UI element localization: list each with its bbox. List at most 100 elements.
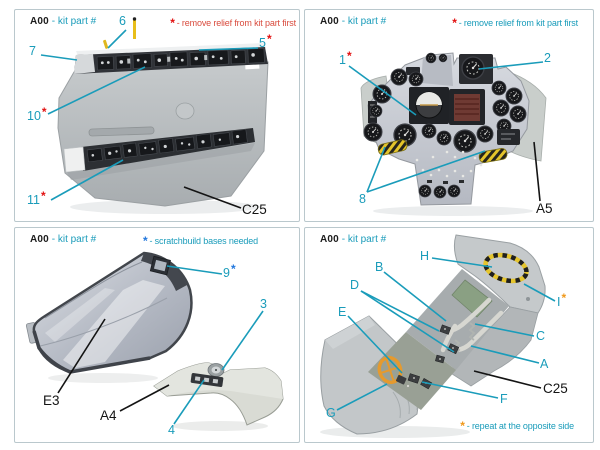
part-code: A00: [320, 16, 339, 27]
kit-part-header: A00 - kit part #: [30, 234, 96, 245]
callout-9: 9*: [223, 263, 236, 280]
windscreen-photo: [25, 251, 284, 431]
leader-line-C: [474, 323, 535, 337]
callout-text: I: [557, 295, 561, 309]
callout-text: 3: [260, 297, 267, 311]
part-label-E3: E3: [43, 394, 60, 408]
leader-line-8: [366, 146, 386, 193]
leader-line-I: [523, 283, 556, 302]
decal-slot: [190, 373, 224, 387]
leader-line-8: [366, 150, 486, 193]
part-code-note: - kit part #: [51, 16, 97, 27]
callout-text: 4: [168, 423, 175, 437]
panel-face: [367, 52, 530, 206]
windscreen-frame: [141, 253, 187, 291]
callout-asterisk: *: [266, 32, 272, 46]
callout-text: B: [375, 260, 384, 274]
legend-note: *- remove relief from kit part first: [170, 16, 296, 30]
kit-panel-left-wing: [360, 75, 397, 150]
leader-line-A: [470, 345, 540, 364]
gauge2-mount: [459, 54, 493, 84]
callout-F: F: [500, 393, 508, 406]
callout-text: 1: [339, 53, 346, 67]
callout-2: 2: [544, 52, 551, 65]
callout-text: A5: [536, 201, 553, 216]
yellow-lever: [103, 39, 109, 49]
part-code-note: - kit part #: [51, 234, 97, 245]
harness-straps: [440, 297, 504, 353]
yellow-handle-left: [377, 139, 408, 156]
seat-bucket: [320, 315, 424, 435]
callout-G: G: [326, 407, 336, 420]
leader-line-3: [221, 310, 264, 371]
leader-lines: [57, 265, 264, 425]
harness-buckles: [407, 324, 460, 390]
part-code: A00: [30, 16, 49, 27]
coaming-part: [153, 362, 284, 426]
legend-note: *- remove relief from kit part first: [452, 16, 578, 30]
callout-asterisk: *: [346, 49, 352, 63]
lower-console-decal: [81, 128, 255, 171]
callout-asterisk: *: [561, 291, 567, 305]
part-label-A4: A4: [100, 408, 117, 423]
leader-lines: [336, 257, 556, 411]
leader-line-11: [50, 159, 124, 201]
callout-text: 2: [544, 51, 551, 65]
callout-4: 4: [168, 424, 175, 437]
callout-B: B: [375, 261, 383, 274]
control-stick-part-6: [132, 17, 137, 39]
leader-line-1: [348, 65, 417, 116]
callout-text: D: [350, 278, 360, 292]
seat-side-rail: [448, 306, 539, 387]
callout-5: 5*: [259, 33, 272, 50]
leader-line-G: [336, 383, 388, 411]
callout-text: A: [540, 357, 549, 371]
instrument-panel-photo: [360, 52, 547, 216]
callout-asterisk: *: [230, 262, 236, 276]
callout-text: C25: [242, 202, 267, 217]
quadrant-instrument-panel: A00 - kit part # *- remove relief from k…: [304, 9, 594, 222]
cockpit-tub-side: [57, 61, 269, 207]
kit-panel-right-wing: [500, 70, 547, 162]
leader-line-H: [431, 257, 493, 268]
leader-line-D: [360, 290, 455, 353]
callout-text: H: [420, 249, 430, 263]
asterisk-symbol: *: [170, 16, 175, 30]
leader-line-B: [383, 271, 447, 322]
headrest-pad: [451, 279, 493, 318]
legend-text: - remove relief from kit part first: [458, 18, 578, 28]
callout-7: 7: [29, 45, 36, 58]
callout-D: D: [350, 279, 359, 292]
leader-line-9: [166, 265, 223, 275]
side-console-photo: [57, 17, 269, 214]
kit-part-header: A00 - kit part #: [30, 16, 96, 27]
callout-I: I*: [557, 292, 566, 309]
windscreen-clear-part: [32, 251, 193, 374]
ejection-pull-handle: [483, 252, 529, 284]
upper-console-decal: [74, 47, 268, 74]
legend-text: - repeat at the opposite side: [466, 421, 574, 431]
ejection-seat-photo: [320, 234, 546, 438]
yellow-handle-right: [478, 148, 508, 163]
callout-8: 8: [359, 193, 366, 206]
callout-text: A4: [100, 408, 117, 423]
attitude-indicator: [409, 87, 449, 124]
callout-text: 9: [223, 266, 230, 280]
asterisk-symbol: *: [142, 234, 148, 248]
compass-element: [207, 363, 225, 377]
seat-back: [406, 269, 509, 370]
callout-text: F: [500, 392, 508, 406]
legend-text: - remove relief from kit part first: [176, 18, 296, 28]
legend-text: - scratchbuild bases needed: [149, 236, 258, 246]
leader-line-A4: [119, 384, 170, 412]
callout-text: 7: [29, 44, 36, 58]
seat-headrest: [453, 234, 546, 314]
leader-line-4: [173, 379, 205, 425]
callout-6: 6: [119, 15, 126, 28]
callout-1: 1*: [339, 50, 352, 67]
leader-line-10: [47, 66, 146, 115]
callout-text: E: [338, 305, 347, 319]
leader-line-6: [107, 29, 127, 49]
rearview-mirror: [149, 255, 171, 276]
callout-text: C25: [543, 381, 568, 396]
